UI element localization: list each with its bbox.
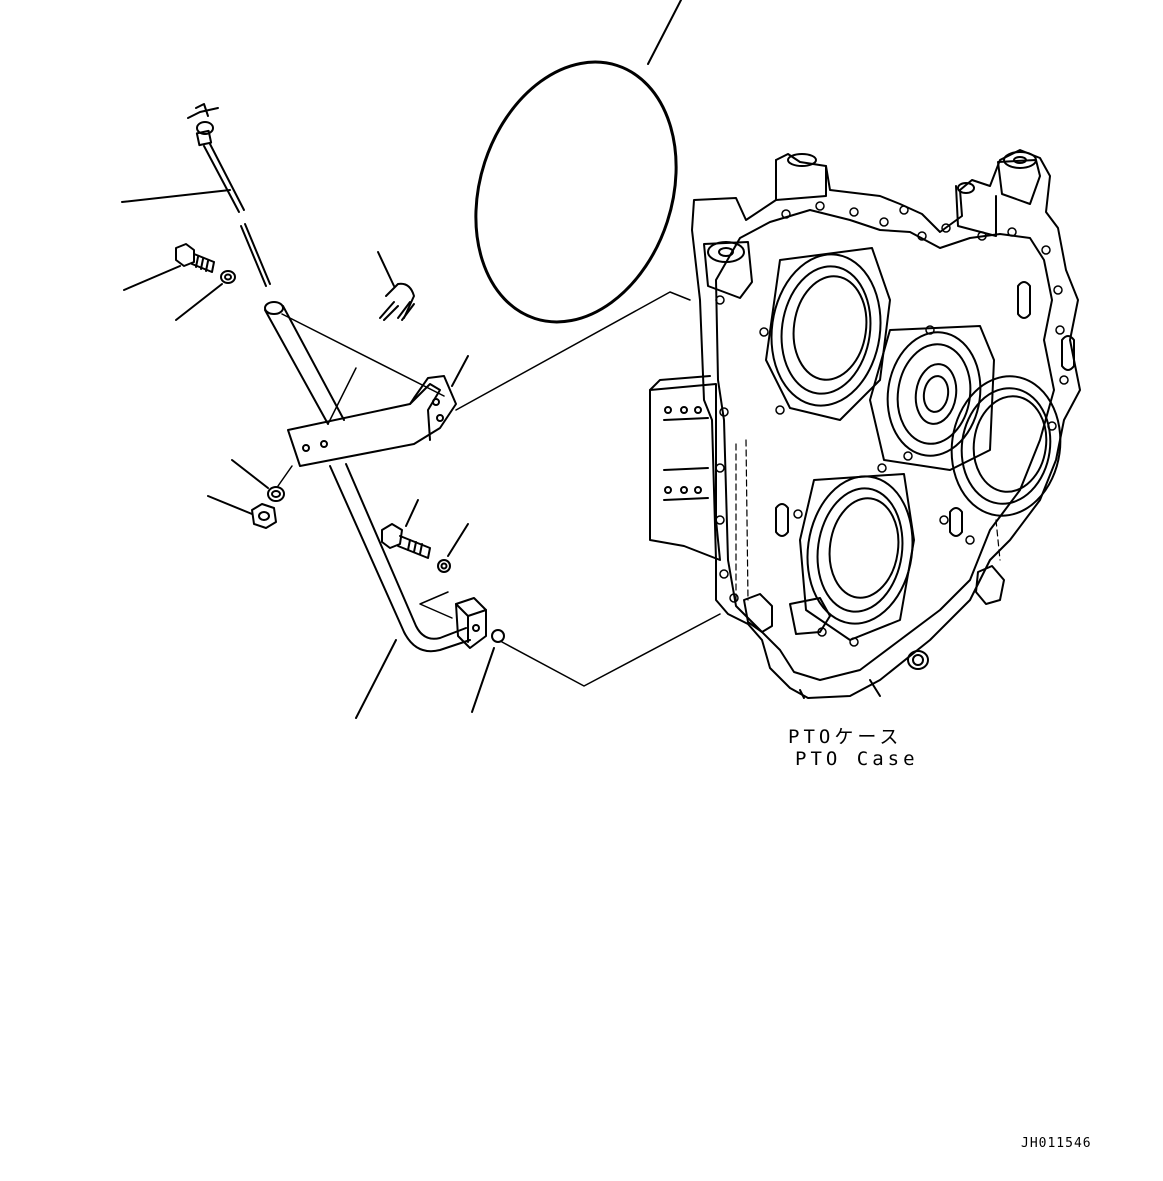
pto-case-label-english: PTO Case bbox=[795, 748, 919, 770]
bracket bbox=[287, 355, 469, 467]
washer-middle bbox=[231, 459, 285, 502]
dipstick bbox=[121, 103, 271, 287]
nut bbox=[207, 495, 277, 529]
washer-top-left bbox=[175, 270, 236, 321]
drawing-number: JH011546 bbox=[1021, 1136, 1092, 1151]
leader-lines bbox=[277, 291, 721, 687]
pto-case-housing bbox=[649, 149, 1081, 699]
washer-lower bbox=[437, 523, 469, 573]
bolt-top-left bbox=[123, 243, 215, 291]
small-o-ring bbox=[471, 629, 505, 713]
clip bbox=[377, 251, 415, 321]
bolt-lower bbox=[381, 499, 431, 559]
guide-tube bbox=[264, 301, 487, 719]
large-o-ring bbox=[474, 0, 682, 324]
pto-case-label-japanese: PTOケース bbox=[788, 726, 903, 748]
